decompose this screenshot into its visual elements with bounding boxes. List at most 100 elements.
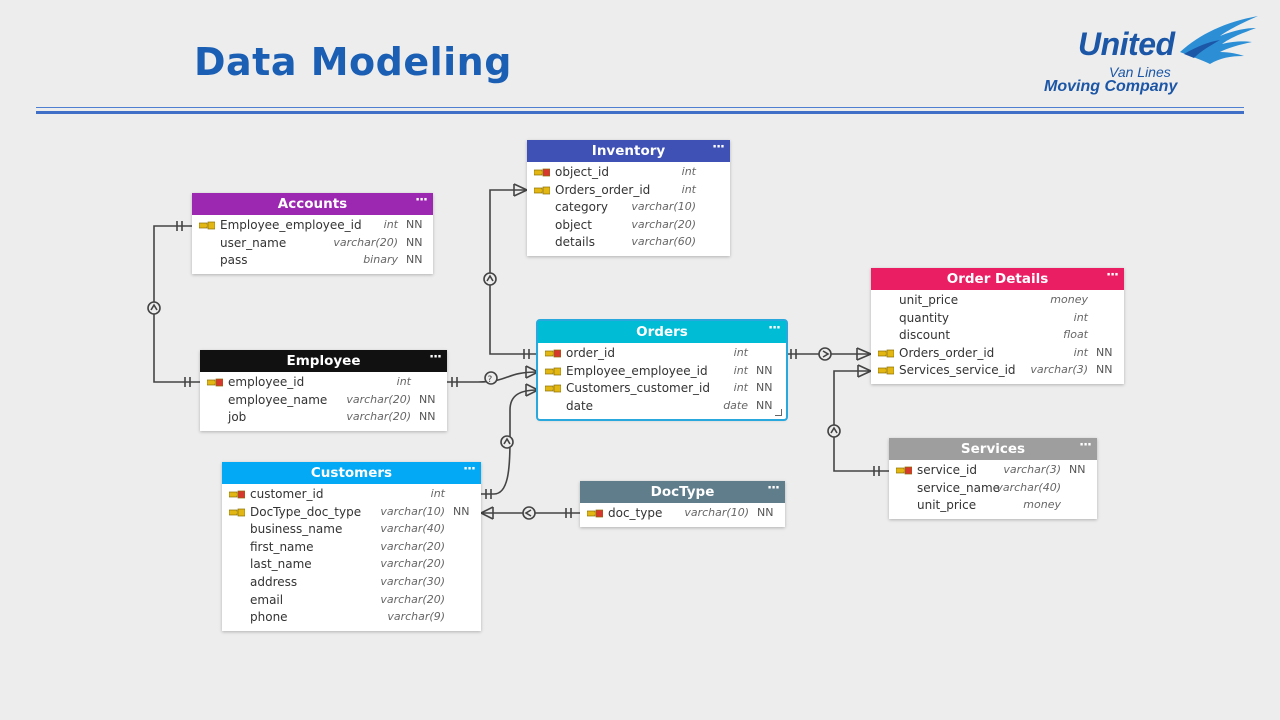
table-header[interactable]: Customers··· bbox=[222, 462, 481, 484]
column-type: varchar(40) bbox=[380, 522, 445, 536]
column-row[interactable]: first_name varchar(20) bbox=[222, 539, 481, 557]
column-type: varchar(20) bbox=[333, 235, 398, 249]
table-header[interactable]: Inventory ··· bbox=[527, 140, 730, 162]
column-type: varchar(60) bbox=[631, 235, 696, 249]
table-menu-icon[interactable]: ··· bbox=[1106, 268, 1119, 283]
column-name: DocType_doc_type bbox=[250, 504, 362, 519]
table-header[interactable]: DocType··· bbox=[580, 481, 785, 503]
table-menu-icon[interactable]: ··· bbox=[463, 462, 476, 477]
not-null-badge: NN bbox=[1096, 345, 1113, 359]
table-header[interactable]: Employee··· bbox=[200, 350, 447, 372]
table-title: Orders bbox=[636, 324, 688, 340]
table-menu-icon[interactable]: ··· bbox=[768, 321, 781, 336]
column-name: pass bbox=[220, 253, 248, 268]
column-name: employee_name bbox=[228, 392, 328, 407]
table-menu-icon[interactable]: ··· bbox=[415, 193, 428, 208]
column-type: money bbox=[1050, 293, 1088, 306]
not-null-badge: NN bbox=[756, 363, 773, 377]
resize-handle-icon[interactable] bbox=[775, 409, 782, 417]
table-header[interactable]: Accounts··· bbox=[192, 193, 433, 215]
column-type: varchar(3) bbox=[1030, 363, 1088, 377]
column-name: email bbox=[250, 592, 284, 607]
column-row[interactable]: Orders_order_id int bbox=[527, 182, 730, 200]
column-name: order_id bbox=[566, 346, 615, 360]
column-row[interactable]: object varchar(20) bbox=[527, 217, 730, 235]
column-name: date bbox=[566, 398, 594, 413]
table-title: Inventory bbox=[591, 143, 666, 159]
not-null-badge: NN bbox=[1069, 463, 1086, 476]
rel-inventory-orders bbox=[489, 189, 538, 355]
table-menu-icon[interactable]: ··· bbox=[712, 140, 725, 155]
table-header[interactable]: Orders ··· bbox=[538, 321, 786, 343]
column-type: varchar(20) bbox=[380, 592, 445, 606]
table-menu-icon[interactable]: ··· bbox=[429, 350, 442, 365]
column-name: Orders_order_id bbox=[555, 182, 651, 197]
company-logo: United Van Lines Moving Company bbox=[1030, 14, 1265, 104]
column-type: int bbox=[681, 182, 696, 196]
not-null-badge: NN bbox=[756, 398, 773, 412]
column-row[interactable]: user_name varchar(20) NN bbox=[192, 235, 433, 253]
column-name: job bbox=[228, 410, 247, 425]
column-type: int bbox=[1073, 310, 1088, 324]
column-name: category bbox=[555, 200, 609, 215]
not-null-badge: NN bbox=[406, 235, 423, 249]
column-type: varchar(20) bbox=[380, 539, 445, 553]
header-rule-thin bbox=[36, 107, 1244, 108]
column-name: user_name bbox=[220, 235, 287, 250]
column-name: details bbox=[555, 235, 595, 250]
svg-text:?: ? bbox=[488, 375, 493, 385]
column-row[interactable]: email varchar(20) bbox=[222, 592, 481, 610]
rel-employee-orders bbox=[447, 371, 539, 383]
column-type: int bbox=[396, 375, 411, 388]
column-type: varchar(20) bbox=[631, 217, 696, 231]
table-menu-icon[interactable]: ··· bbox=[1079, 438, 1092, 453]
column-row[interactable]: details varchar(60) bbox=[527, 234, 730, 252]
logo-tagline: Moving Company bbox=[1044, 78, 1178, 95]
table-menu-icon[interactable]: ··· bbox=[767, 481, 780, 496]
table-header[interactable]: Order Details··· bbox=[871, 268, 1124, 290]
foreign-key-icon bbox=[545, 384, 561, 393]
column-name: Customers_customer_id bbox=[566, 381, 710, 396]
primary-key-icon bbox=[534, 168, 550, 177]
primary-key-icon bbox=[896, 466, 912, 475]
column-name: first_name bbox=[250, 539, 314, 554]
table-header[interactable]: Services··· bbox=[889, 438, 1097, 460]
column-name: object bbox=[555, 217, 592, 232]
foreign-key-icon bbox=[534, 186, 550, 194]
column-type: binary bbox=[363, 253, 398, 267]
